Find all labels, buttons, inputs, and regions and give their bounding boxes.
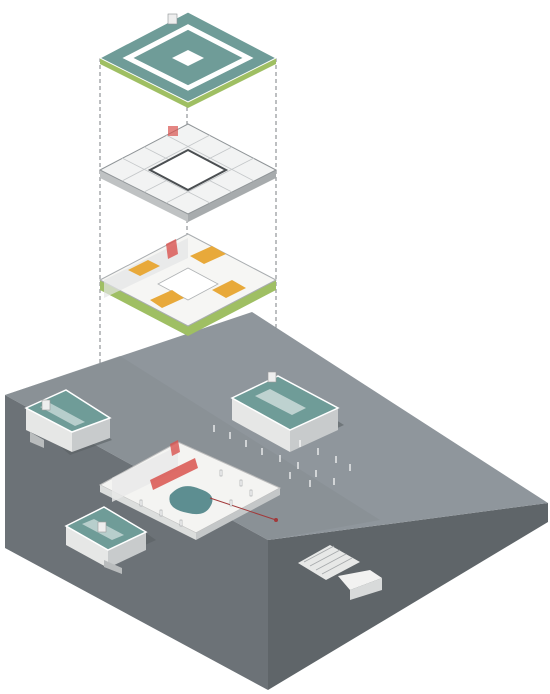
courtyard-wall-north	[112, 446, 178, 502]
building-west-wall-right	[72, 418, 110, 452]
building-west	[24, 389, 112, 455]
layer-roof	[98, 11, 278, 108]
courtyard-red-stack	[170, 440, 180, 456]
building-southwest-wall-left	[66, 526, 108, 568]
stairs-box-top	[338, 570, 382, 590]
stairs-top	[298, 545, 360, 580]
courtyard-columns	[139, 469, 253, 527]
building-northeast-wall-right	[290, 408, 338, 452]
roof-trim-right	[188, 58, 276, 108]
building-northeast-skylight	[255, 389, 306, 415]
courtyard-pond	[169, 486, 213, 515]
roof-vent	[167, 13, 178, 25]
courtyard-edge-right	[196, 488, 280, 540]
building-northeast-chimney	[267, 371, 277, 383]
site-plinth	[5, 312, 548, 690]
courtyard-red-element	[150, 458, 198, 490]
building-southwest	[64, 506, 156, 574]
roof-skylight	[172, 50, 204, 66]
building-southwest-stair	[104, 560, 122, 574]
building-southwest-wall-right	[108, 532, 146, 568]
floor-plan-trim-left	[100, 280, 188, 336]
structure-void	[147, 148, 229, 192]
stairs-box-side	[350, 578, 382, 600]
building-west-skylight	[40, 403, 85, 426]
layer-floor-plan	[98, 233, 278, 336]
roof-gutter-ring	[122, 24, 254, 91]
building-northeast-wall-left	[232, 398, 290, 452]
floor-plan-furniture	[128, 246, 246, 308]
amphitheatre-stairs	[298, 545, 382, 600]
courtyard-building-site	[98, 440, 282, 540]
colonnade-posts	[213, 425, 351, 487]
stairs-steps	[303, 545, 353, 575]
structure-edge-right	[188, 170, 276, 222]
building-southwest-chimney	[97, 521, 107, 533]
structure-edge-left	[100, 170, 188, 222]
building-northeast	[230, 371, 344, 452]
courtyard-edge-left	[100, 485, 196, 540]
building-west-wall-left	[26, 408, 72, 452]
layer-structure	[98, 123, 278, 222]
courtyard-leader-line	[209, 497, 277, 521]
building-west-stair	[30, 432, 44, 448]
roof-trim-left	[100, 58, 188, 108]
courtyard-leader-dot	[274, 518, 278, 522]
building-west-chimney	[41, 399, 51, 411]
floor-plan-trim-right	[188, 280, 276, 336]
floor-plan-red-stack	[166, 239, 178, 259]
structure-red-core	[168, 126, 178, 136]
